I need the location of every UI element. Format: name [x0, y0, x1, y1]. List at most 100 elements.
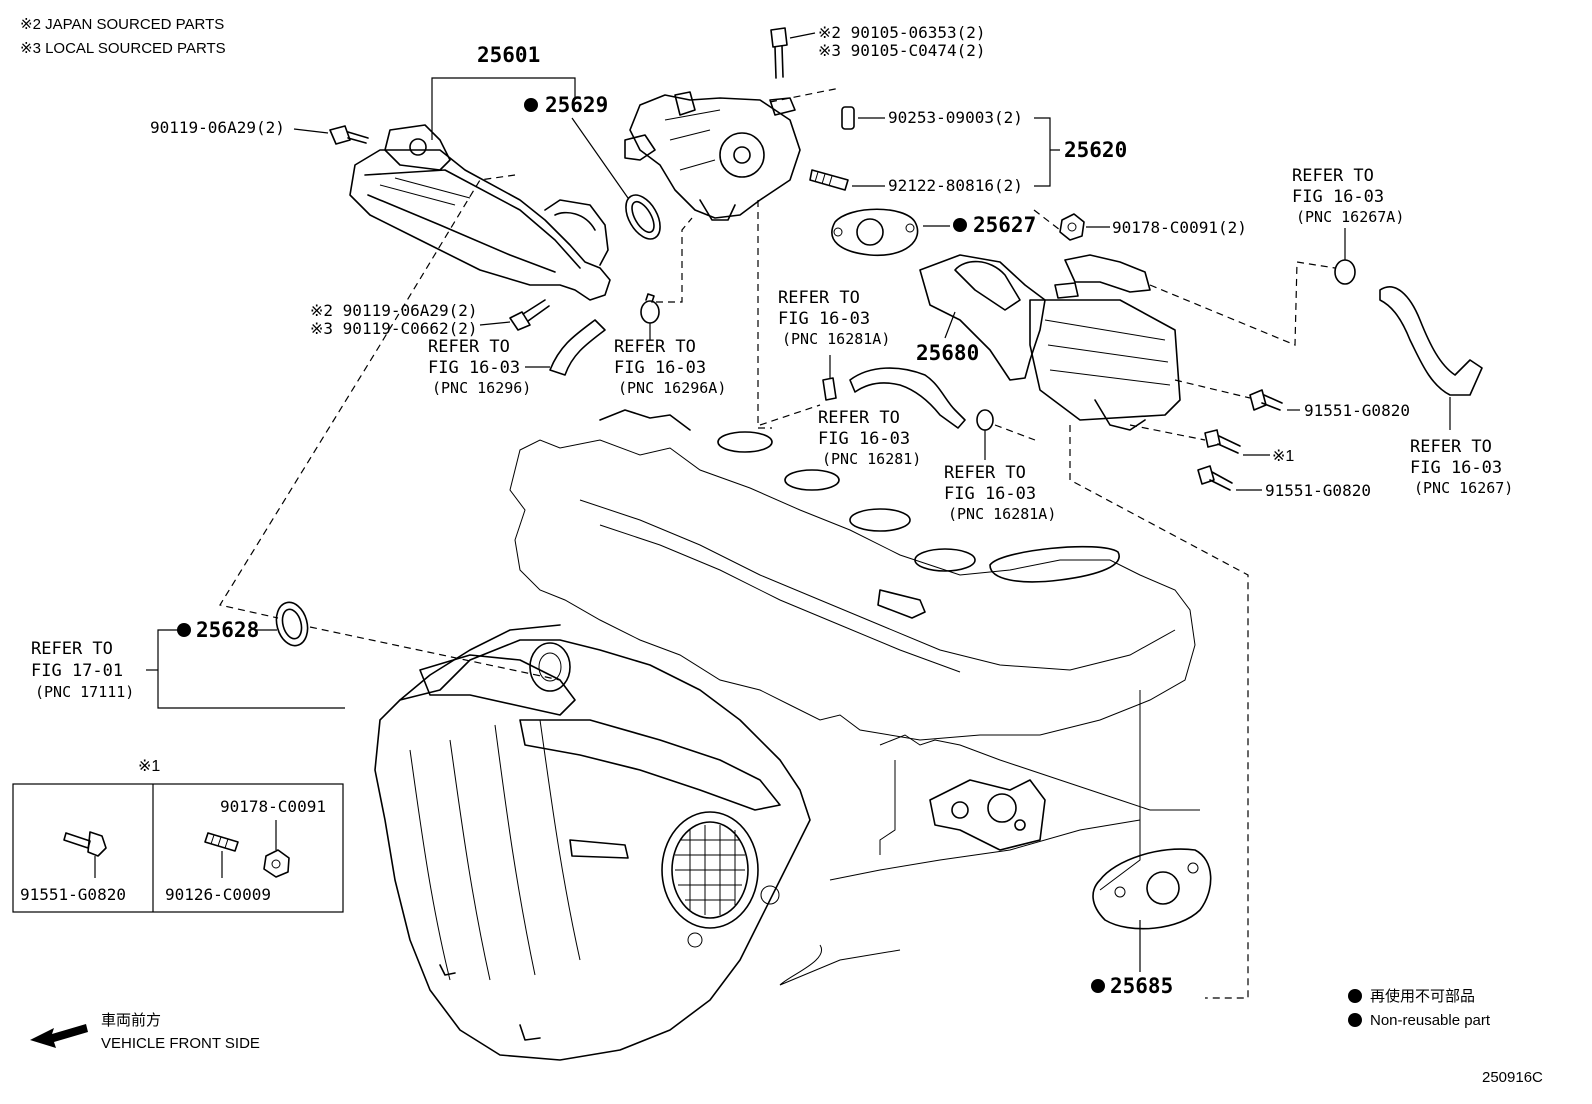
ref-16267A: REFER TO FIG 16-03 (PNC 16267A)	[1292, 166, 1404, 226]
ref-17111-line1: REFER TO	[31, 639, 113, 659]
hose-16281	[849, 367, 966, 429]
label-90119-C0662-local: ※3 90119-C0662(2)	[310, 319, 478, 338]
label-25629: 25629	[545, 93, 608, 117]
ref-16296: REFER TO FIG 16-03 (PNC 16296)	[428, 337, 531, 397]
label-25628: 25628	[196, 618, 259, 642]
label-90119-06A29: 90119-06A29(2)	[150, 118, 285, 137]
ref-16281-line3: (PNC 16281)	[822, 450, 921, 468]
label-90253-09003: 90253-09003(2)	[888, 108, 1023, 127]
ref-16296-line3: (PNC 16296)	[432, 379, 531, 397]
label-25620: 25620	[1064, 138, 1127, 162]
hose-16267	[1379, 286, 1483, 396]
clamp-16267A	[1334, 259, 1356, 285]
ref-16281A-top-line1: REFER TO	[778, 288, 860, 308]
inset-stud-90126-C0009	[204, 832, 239, 852]
inset-label-90126-C0009: 90126-C0009	[165, 885, 271, 904]
non-reusable-dot-25629	[524, 98, 538, 112]
engine-cylinder-head	[509, 409, 1196, 741]
ref-16281A-top-line2: FIG 16-03	[778, 309, 870, 329]
bolt-90119-06A29	[329, 125, 369, 145]
ref-17111: REFER TO FIG 17-01 (PNC 17111)	[31, 639, 134, 701]
ref-16267-line3: (PNC 16267)	[1414, 479, 1513, 497]
non-reusable-dot-25627	[953, 218, 967, 232]
label-90178-C0091-2: 90178-C0091(2)	[1112, 218, 1247, 237]
ref-16267-line1: REFER TO	[1410, 437, 1492, 457]
ref-16296A-line1: REFER TO	[614, 337, 696, 357]
ref-16296A-line2: FIG 16-03	[614, 358, 706, 378]
label-25680: 25680	[916, 341, 979, 365]
inset-nut-90178-C0091	[263, 849, 290, 878]
bolt-91551-G0820-lower	[1197, 465, 1233, 491]
note-local-sourced: ※3 LOCAL SOURCED PARTS	[20, 40, 226, 57]
inset-bolt-91551-G0820	[63, 831, 107, 857]
hose-16296	[549, 319, 606, 376]
label-90105-06353-japan: ※2 90105-06353(2)	[818, 23, 986, 42]
ref-16267: REFER TO FIG 16-03 (PNC 16267)	[1410, 437, 1513, 497]
gasket-25629	[625, 194, 661, 240]
ref-17111-line3: (PNC 17111)	[35, 683, 134, 701]
legend-dot-2	[1348, 1013, 1362, 1027]
inset-label-90178-C0091: 90178-C0091	[220, 797, 326, 816]
ref-16281A-bottom-line2: FIG 16-03	[944, 484, 1036, 504]
ref-16296-line2: FIG 16-03	[428, 358, 520, 378]
non-reusable-dot-25628	[177, 623, 191, 637]
pin-90253-09003	[841, 106, 855, 130]
label-25685: 25685	[1110, 974, 1173, 998]
gasket-25628	[275, 601, 309, 647]
direction-japanese: 車両前方	[101, 1012, 161, 1029]
ref-16296A: REFER TO FIG 16-03 (PNC 16296A)	[614, 337, 726, 397]
ref-16267A-line2: FIG 16-03	[1292, 187, 1384, 207]
gasket-25685	[1092, 848, 1212, 930]
legend-english: Non-reusable part	[1370, 1012, 1491, 1029]
intake-manifold	[374, 624, 811, 1061]
label-25627: 25627	[973, 213, 1036, 237]
label-mark1: ※1	[1272, 448, 1294, 465]
egr-cooler-25680	[919, 254, 1181, 431]
ref-16281A-bottom-line3: (PNC 16281A)	[948, 505, 1056, 523]
engine-block	[779, 690, 1200, 986]
non-reusable-dot-25685	[1091, 979, 1105, 993]
label-25601: 25601	[477, 43, 540, 67]
note-japan-sourced: ※2 JAPAN SOURCED PARTS	[20, 16, 224, 33]
label-91551-G0820-lower: 91551-G0820	[1265, 481, 1371, 500]
ref-16296A-line3: (PNC 16296A)	[618, 379, 726, 397]
label-91551-G0820-upper: 91551-G0820	[1304, 401, 1410, 420]
nut-90178-C0091	[1059, 213, 1085, 241]
bolt-90119-pair	[509, 299, 550, 331]
egr-pipe-25601	[349, 124, 611, 301]
ref-16281-line1: REFER TO	[818, 408, 900, 428]
label-92122-80816: 92122-80816(2)	[888, 176, 1023, 195]
ref-16267-line2: FIG 16-03	[1410, 458, 1502, 478]
legend-dot-1	[1348, 989, 1362, 1003]
label-90105-C0474-local: ※3 90105-C0474(2)	[818, 41, 986, 60]
label-90119-06A29-japan: ※2 90119-06A29(2)	[310, 301, 478, 320]
clamp-16281A	[976, 409, 994, 431]
egr-valve	[624, 91, 801, 221]
vehicle-front-arrow-icon	[30, 1024, 88, 1048]
ref-16281A-top: REFER TO FIG 16-03 (PNC 16281A)	[778, 288, 890, 348]
inset-box	[12, 783, 344, 913]
bolt-mark1	[1204, 429, 1241, 454]
ref-16267A-line3: (PNC 16267A)	[1296, 208, 1404, 226]
ref-16281A-bottom-line1: REFER TO	[944, 463, 1026, 483]
bolt-91551-G0820-upper	[1249, 389, 1283, 411]
gasket-25627	[831, 208, 919, 257]
ref-16281A-bottom: REFER TO FIG 16-03 (PNC 16281A)	[944, 463, 1056, 523]
direction-english: VEHICLE FRONT SIDE	[101, 1035, 260, 1052]
stud-92122-80816	[809, 169, 849, 191]
inset-label-91551-G0820: 91551-G0820	[20, 885, 126, 904]
legend-japanese: 再使用不可部品	[1370, 988, 1475, 1005]
clamp-16296A	[640, 293, 660, 324]
ref-16281-line2: FIG 16-03	[818, 429, 910, 449]
ref-16281A-top-line3: (PNC 16281A)	[782, 330, 890, 348]
inset-mark: ※1	[138, 758, 160, 775]
bolt-90105	[770, 27, 788, 79]
ref-16296-line1: REFER TO	[428, 337, 510, 357]
diagram-id: 250916C	[1482, 1069, 1543, 1086]
ref-17111-line2: FIG 17-01	[31, 661, 123, 681]
ref-16267A-line1: REFER TO	[1292, 166, 1374, 186]
ref-16281: REFER TO FIG 16-03 (PNC 16281)	[818, 408, 921, 468]
sensor-16281A	[822, 377, 837, 401]
